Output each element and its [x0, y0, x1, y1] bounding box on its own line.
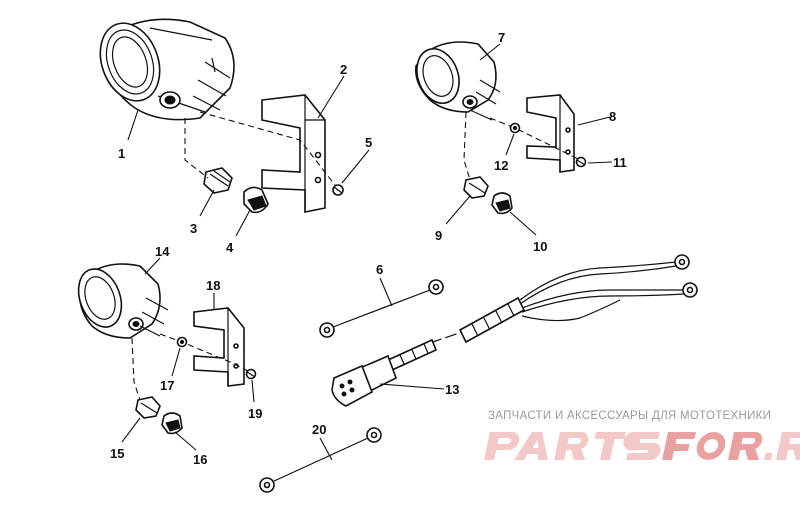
- callout-12: 12: [494, 158, 508, 173]
- bulb-socket-3: [203, 167, 233, 194]
- callout-1: 1: [118, 146, 125, 161]
- callout-17: 17: [160, 378, 174, 393]
- callout-16: 16: [193, 452, 207, 467]
- jumper-wire-6: [319, 279, 444, 338]
- bulb-socket-15: [135, 396, 161, 419]
- gauge-1: [99, 18, 235, 121]
- callout-14: 14: [155, 244, 170, 259]
- bracket-18: [193, 307, 245, 387]
- bulb-4: [243, 186, 269, 214]
- leader-lines: [121, 43, 613, 461]
- callout-6: 6: [376, 262, 383, 277]
- bulb-16: [161, 412, 183, 435]
- washer-12: [509, 122, 521, 134]
- callout-18: 18: [206, 278, 220, 293]
- watermark-caption: ЗАПЧАСТИ И АКСЕССУАРЫ ДЛЯ МОТОТЕХНИКИ: [488, 410, 772, 422]
- bracket-8: [526, 94, 575, 173]
- callouts: 1 2 3 4 5 6 7 8 9 10 11 12 13 14 15 16 1…: [110, 30, 627, 467]
- bracket-2: [261, 94, 326, 213]
- callout-11: 11: [613, 155, 627, 170]
- bulb-10: [491, 192, 513, 215]
- watermark-logo: [484, 432, 800, 460]
- bulb-socket-9: [463, 176, 489, 199]
- callout-13: 13: [445, 382, 459, 397]
- callout-5: 5: [365, 135, 372, 150]
- jumper-wire-20: [259, 427, 382, 493]
- callout-20: 20: [312, 422, 326, 437]
- callout-4: 4: [226, 240, 234, 255]
- screw-5: [332, 184, 344, 196]
- callout-3: 3: [190, 221, 197, 236]
- callout-2: 2: [340, 62, 347, 77]
- screw-11: [575, 156, 587, 168]
- washer-17: [176, 336, 188, 348]
- callout-9: 9: [435, 228, 442, 243]
- callout-7: 7: [498, 30, 505, 45]
- callout-10: 10: [533, 239, 547, 254]
- callout-8: 8: [609, 109, 616, 124]
- gauge-14: [77, 263, 169, 339]
- screw-19: [245, 368, 257, 380]
- gauge-7: [414, 41, 501, 121]
- wire-harness-13: [331, 254, 698, 407]
- callout-15: 15: [110, 446, 124, 461]
- callout-19: 19: [248, 406, 262, 421]
